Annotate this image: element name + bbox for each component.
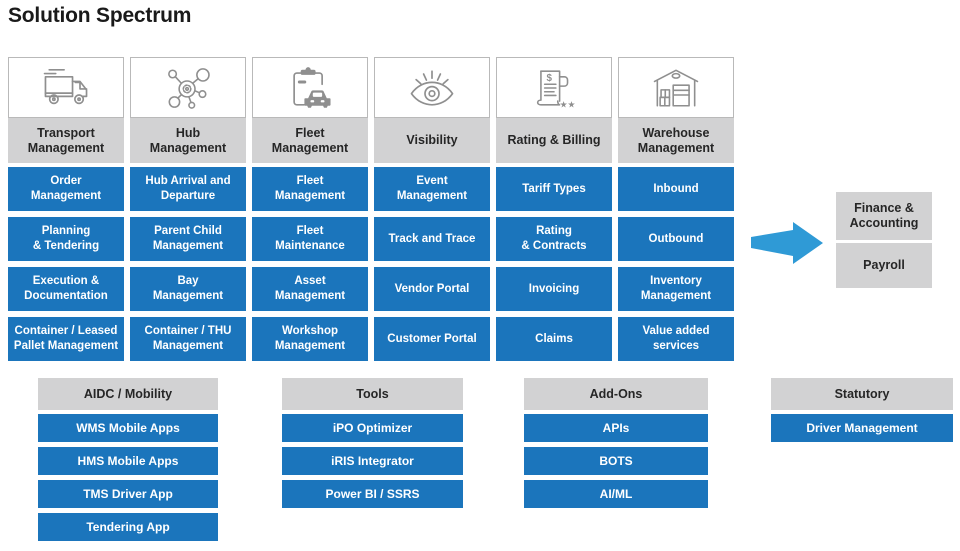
solution-cell: Asset Management [252,267,368,311]
solution-cell: Container / Leased Pallet Management [8,317,124,361]
solution-cell: Fleet Management [252,167,368,211]
solution-cell: Container / THU Management [130,317,246,361]
warehouse-icon [653,68,699,107]
finance-accounting-box: Finance & Accounting [836,192,932,240]
solution-cell: Event Management [374,167,490,211]
solution-cell: Invoicing [496,267,612,311]
column-header-visibility: Visibility [374,118,490,163]
solution-cell: Fleet Maintenance [252,217,368,261]
solution-cell: Parent Child Management [130,217,246,261]
column-header-transport: Transport Management [8,118,124,163]
right-arrow-icon [751,222,823,264]
warehouse-icon-box [618,57,734,118]
column-rating-billing: $ ★★ Rating & Billing Tariff Types Ratin… [496,57,612,361]
group-header-tools: Tools [282,378,463,410]
group-item: TMS Driver App [38,480,218,508]
visibility-icon-box [374,57,490,118]
solution-cell: Bay Management [130,267,246,311]
solution-cell: Workshop Management [252,317,368,361]
solution-cell: Execution & Documentation [8,267,124,311]
solution-cell: Inventory Management [618,267,734,311]
group-item: iPO Optimizer [282,414,463,442]
solution-cell: Vendor Portal [374,267,490,311]
solution-cell: Rating & Contracts [496,217,612,261]
group-item: Tendering App [38,513,218,541]
solution-cell: Track and Trace [374,217,490,261]
fleet-icon-box [252,57,368,118]
column-header-fleet: Fleet Management [252,118,368,163]
transport-icon-box [8,57,124,118]
eye-icon [410,69,454,106]
group-item: BOTS [524,447,708,475]
hub-icon-box [130,57,246,118]
group-tools: Tools iPO Optimizer iRIS Integrator Powe… [282,378,463,508]
group-statutory: Statutory Driver Management [771,378,953,442]
column-hub-management: Hub Management Hub Arrival and Departure… [130,57,246,361]
group-item: WMS Mobile Apps [38,414,218,442]
group-item: AI/ML [524,480,708,508]
solution-cell: Planning & Tendering [8,217,124,261]
group-item: iRIS Integrator [282,447,463,475]
solution-cell: Claims [496,317,612,361]
column-visibility: Visibility Event Management Track and Tr… [374,57,490,361]
group-aidc-mobility: AIDC / Mobility WMS Mobile Apps HMS Mobi… [38,378,218,541]
group-item: HMS Mobile Apps [38,447,218,475]
column-header-rating-billing: Rating & Billing [496,118,612,163]
payroll-box: Payroll [836,243,932,288]
column-transport-management: Transport Management Order Management Pl… [8,57,124,361]
solution-cell: Hub Arrival and Departure [130,167,246,211]
page-title: Solution Spectrum [8,4,192,27]
group-header-aidc-mobility: AIDC / Mobility [38,378,218,410]
solution-cell: Customer Portal [374,317,490,361]
group-item: Power BI / SSRS [282,480,463,508]
invoice-stars-icon: $ ★★ [536,69,576,110]
svg-text:$: $ [547,73,553,84]
group-item: APIs [524,414,708,442]
solution-cell: Value added services [618,317,734,361]
solution-cell: Inbound [618,167,734,211]
group-header-statutory: Statutory [771,378,953,410]
hub-network-icon [168,67,210,109]
svg-text:★★: ★★ [560,100,576,110]
column-header-hub: Hub Management [130,118,246,163]
group-header-add-ons: Add-Ons [524,378,708,410]
solution-cell: Outbound [618,217,734,261]
column-header-warehouse: Warehouse Management [618,118,734,163]
truck-icon [43,68,88,104]
group-add-ons: Add-Ons APIs BOTS AI/ML [524,378,708,508]
clipboard-car-icon [293,66,331,108]
column-fleet-management: Fleet Management Fleet Management Fleet … [252,57,368,361]
solution-cell: Tariff Types [496,167,612,211]
rating-icon-box: $ ★★ [496,57,612,118]
group-item: Driver Management [771,414,953,442]
column-warehouse-management: Warehouse Management Inbound Outbound In… [618,57,734,361]
solution-cell: Order Management [8,167,124,211]
